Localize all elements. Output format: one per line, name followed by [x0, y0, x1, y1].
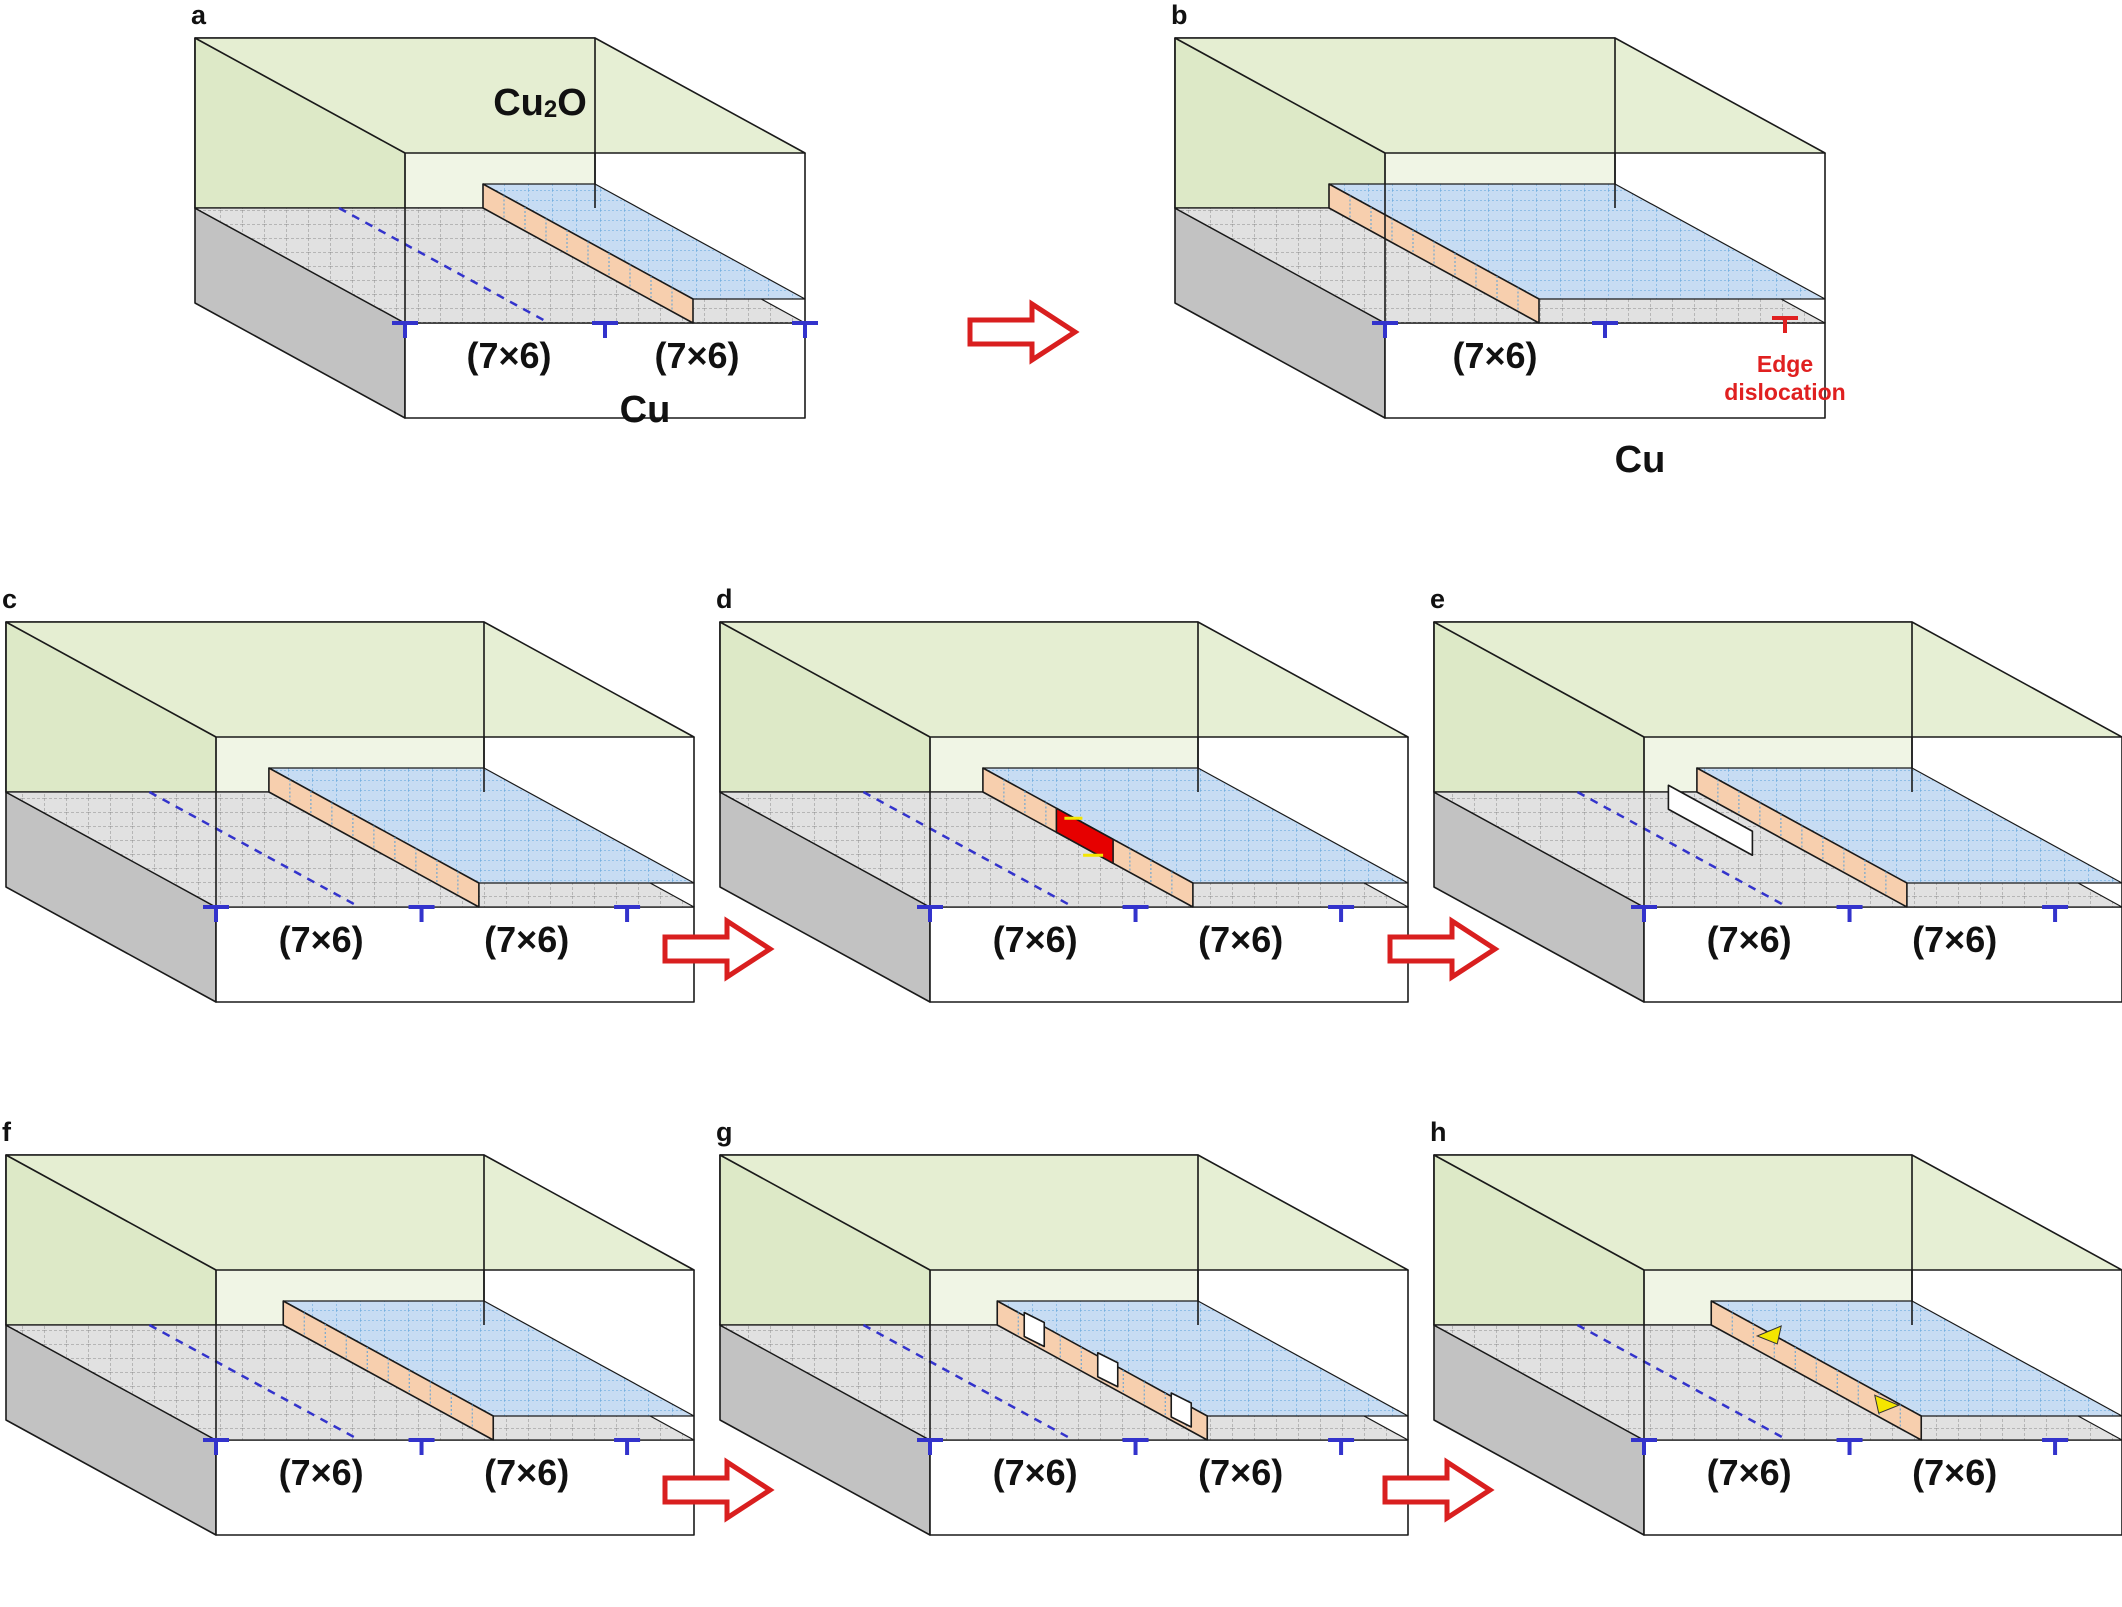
cell-size-label: (7×6): [1198, 1452, 1283, 1493]
edge-dislocation-icon: [1631, 905, 1657, 922]
white-kink-1: [1023, 1311, 1046, 1348]
panel-c: (7×6) (7×6) c: [2, 584, 695, 1003]
panel-letter: f: [2, 1117, 12, 1147]
panel-letter: c: [2, 584, 17, 614]
dislocation-line: [862, 790, 1075, 909]
cell-size-label: (7×6): [484, 1452, 569, 1493]
yellow-double-arrow-icon: [1064, 816, 1104, 857]
dislocation-line: [148, 790, 361, 909]
edge-dislocation-icon: [1372, 321, 1398, 338]
panel-letter: h: [1430, 1117, 1447, 1147]
cell-size-label: (7×6): [484, 919, 569, 960]
edge-dislocation-icon: [1122, 905, 1149, 922]
cu2o-top-face: [1433, 621, 2122, 738]
white-step-block: [1667, 784, 1754, 857]
cell-size-label: (7×6): [1707, 919, 1792, 960]
cell-size-label: (7×6): [654, 335, 739, 376]
edge-dislocation-icon: [1328, 1438, 1355, 1455]
cell-size-label: (7×6): [1707, 1452, 1792, 1493]
dislocation-line: [148, 1323, 361, 1442]
yellow-double-arrow-icon: [1755, 1325, 1901, 1414]
legend-line-2: dislocation: [1724, 379, 1845, 405]
edge-dislocation-icon: [1836, 1438, 1863, 1455]
edge-dislocation-icon: [1122, 1438, 1149, 1455]
panel-letter: a: [191, 0, 207, 30]
dislocation-line: [1576, 790, 1789, 909]
panel-letter: d: [716, 584, 733, 614]
metal-label: Cu: [1615, 439, 1666, 481]
cell-size-label: (7×6): [993, 1452, 1078, 1493]
block-arrow-right-icon: [967, 299, 1080, 365]
block-arrow-right-icon: [1387, 916, 1500, 982]
block-arrow-right-icon: [662, 1457, 775, 1523]
edge-dislocation-icon: [203, 905, 229, 922]
cell-size-label: (7×6): [1452, 335, 1537, 376]
panel-g: (7×6) (7×6) g: [716, 1117, 1409, 1536]
cell-size-label: (7×6): [279, 1452, 364, 1493]
edge-dislocation-icon: [408, 1438, 435, 1455]
edge-dislocation-icon: [2042, 905, 2069, 922]
block-arrow-right-icon: [1382, 1457, 1495, 1523]
cell-size-label: (7×6): [1912, 919, 1997, 960]
panel-f: (7×6) (7×6) f: [2, 1117, 695, 1536]
cell-size-label: (7×6): [1912, 1452, 1997, 1493]
edge-dislocation-icon: [408, 905, 435, 922]
cu2o-top-face: [1433, 1154, 2122, 1271]
step-front-edge: [1920, 1415, 2122, 1441]
step-front-edge: [1906, 882, 2122, 908]
edge-dislocation-icon: [614, 905, 641, 922]
white-kink-3: [1170, 1392, 1193, 1428]
edge-dislocation-icon: [1631, 1438, 1657, 1455]
panel-h: (7×6) (7×6) h: [1430, 1117, 2122, 1536]
edge-dislocation-icon: [917, 1438, 943, 1455]
legend-line-1: Edge: [1757, 351, 1813, 377]
cell-size-label: (7×6): [1198, 919, 1283, 960]
metal-label: Cu: [620, 389, 671, 431]
edge-dislocation-icon: [1772, 316, 1798, 333]
dislocation-line: [338, 206, 550, 325]
edge-dislocation-icon: [2042, 1438, 2069, 1455]
edge-dislocation-icon: [917, 905, 943, 922]
oxide-label: Cu2O: [493, 82, 587, 124]
cell-size-label: (7×6): [993, 919, 1078, 960]
panel-d: (7×6) (7×6) d: [716, 584, 1409, 1003]
panel-letter: g: [716, 1117, 733, 1147]
block-arrow-right-icon: [662, 916, 775, 982]
edge-dislocation-icon: [1328, 905, 1355, 922]
panel-letter: e: [1430, 584, 1445, 614]
dislocation-line: [862, 1323, 1075, 1442]
edge-dislocation-icon: [614, 1438, 641, 1455]
panel-letter: b: [1171, 0, 1188, 30]
edge-dislocation-icon: [792, 321, 818, 338]
cell-size-label: (7×6): [466, 335, 551, 376]
dislocation-line: [1576, 1323, 1789, 1442]
edge-dislocation-icon: [1836, 905, 1863, 922]
edge-dislocation-icon: [203, 1438, 229, 1455]
edge-dislocation-icon: [592, 321, 618, 338]
panel-e: (7×6) (7×6) e: [1430, 584, 2122, 1003]
edge-dislocation-icon: [1592, 321, 1618, 338]
red-kink-region: [1055, 807, 1114, 865]
edge-dislocation-icon: [392, 321, 418, 338]
white-kink-2: [1096, 1351, 1119, 1388]
cell-size-label: (7×6): [279, 919, 364, 960]
